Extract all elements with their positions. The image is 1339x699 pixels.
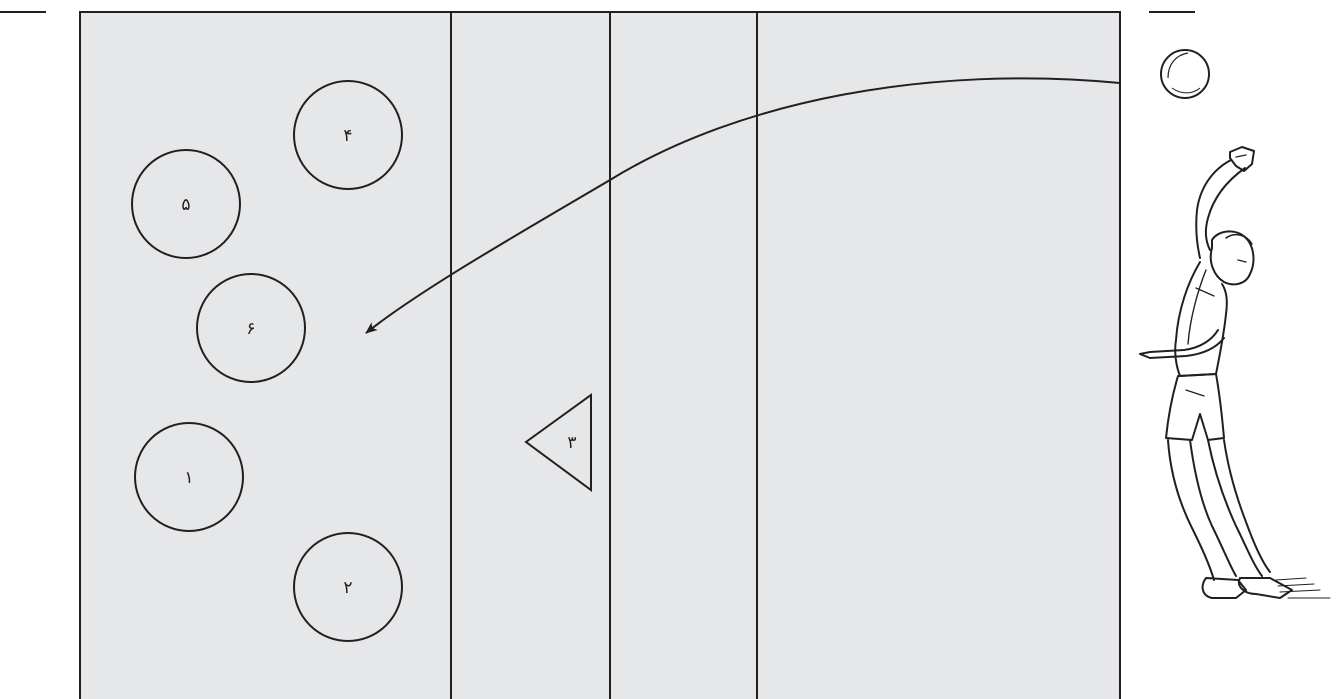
server-legs [1168, 440, 1270, 580]
serving-player-illustration [1140, 147, 1330, 598]
server-head [1211, 231, 1254, 284]
server-lower-arm [1140, 330, 1224, 358]
server-shoes [1203, 578, 1292, 598]
player-4-label: ۴ [343, 126, 352, 146]
volleyball-icon [1161, 50, 1209, 98]
server-shorts [1166, 374, 1224, 440]
court [80, 12, 1120, 699]
server-hand [1230, 147, 1254, 171]
player-3-label: ۳ [567, 433, 576, 453]
player-1-label: ۱ [184, 468, 193, 488]
player-2-label: ۲ [343, 578, 352, 598]
player-5-label: ۵ [181, 195, 190, 215]
player-6-label: ۶ [246, 319, 255, 339]
server-raised-arm [1196, 160, 1231, 258]
